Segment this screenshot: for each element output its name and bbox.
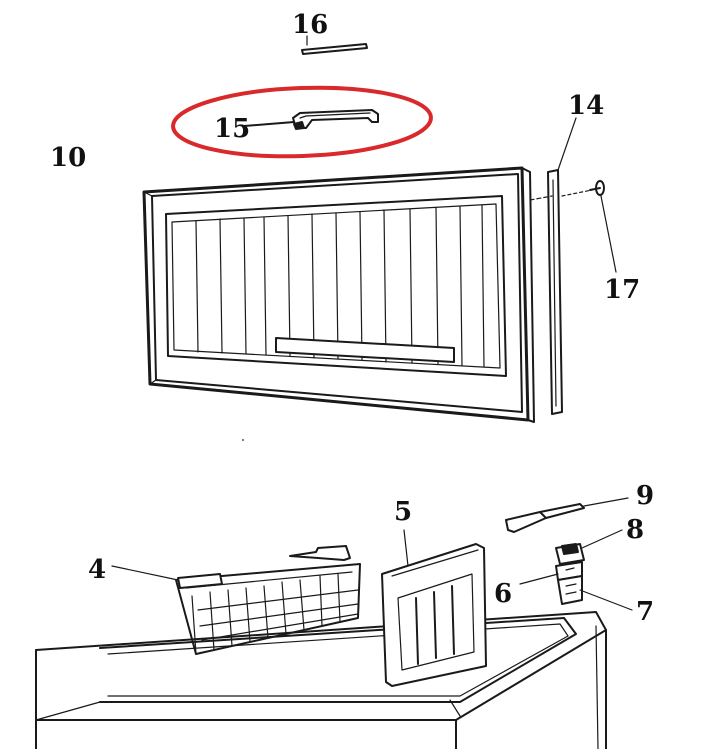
callout-9: 9 <box>636 481 654 511</box>
part-9-scraper: 9 <box>505 481 654 533</box>
callout-16: 16 <box>292 10 328 40</box>
part-6-thermostat-top: 6 <box>494 561 583 609</box>
lid-ribs <box>195 204 485 368</box>
part-15-handle: 15 <box>214 109 379 144</box>
part-8-knob: 8 <box>555 515 644 565</box>
callout-8: 8 <box>626 515 644 545</box>
part-5-divider: 5 <box>381 497 487 687</box>
part-16-rod: 16 <box>292 10 368 55</box>
callout-10: 10 <box>50 143 86 173</box>
highlight-circle <box>171 85 433 159</box>
part-10-lid <box>142 166 553 423</box>
freezer-cabinet <box>35 611 607 749</box>
callout-6: 6 <box>494 579 512 609</box>
part-7-thermostat-body: 7 <box>557 575 654 627</box>
part-17-screw: 17 <box>561 180 640 305</box>
callout-14: 14 <box>568 91 604 121</box>
part-4-basket: 4 <box>88 545 361 655</box>
callout-15: 15 <box>214 114 250 144</box>
callout-4: 4 <box>88 555 106 585</box>
callout-17: 17 <box>604 275 640 305</box>
callout-5: 5 <box>394 497 412 527</box>
part-14-strip: 14 <box>547 91 604 415</box>
callout-7: 7 <box>636 597 654 627</box>
